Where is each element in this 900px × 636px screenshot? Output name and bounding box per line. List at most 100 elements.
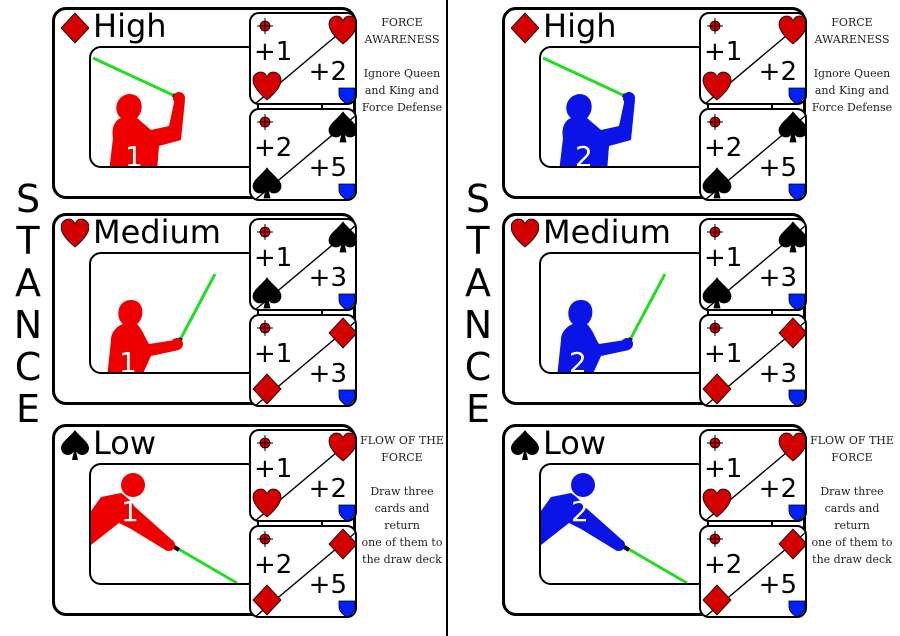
shield-icon — [788, 87, 805, 103]
card-suit-icon-bottom — [702, 277, 732, 309]
ability-body-line: Ignore Queen — [813, 67, 891, 80]
fighter-illustration: 2 — [539, 46, 709, 168]
defense-value: +3 — [758, 263, 797, 293]
card-suit-icon-top — [778, 221, 805, 253]
heart-icon — [511, 218, 539, 250]
card-connector — [321, 521, 323, 527]
stance-card[interactable]: +1 +3 — [699, 314, 807, 407]
stance-letter: T — [466, 219, 490, 263]
stance-title: Medium — [93, 213, 221, 251]
diamond-icon — [61, 12, 89, 44]
stance-title: High — [93, 7, 167, 45]
spade-icon — [61, 429, 89, 461]
card-suit-icon-top — [778, 15, 805, 45]
card-connector — [771, 310, 773, 316]
card-connector — [321, 104, 323, 110]
crosshair-icon — [257, 531, 273, 547]
fighter-figure — [542, 56, 635, 166]
card-suit-icon-top — [778, 111, 805, 143]
card-suit-icon-bottom — [252, 488, 282, 518]
stance-card[interactable]: +2 +5 — [699, 525, 807, 618]
card-suit-icon-bottom — [252, 373, 282, 405]
stance-letter: C — [14, 345, 42, 389]
stance-panel-low[interactable]: Low 2 +1 +2 — [502, 424, 807, 618]
stance-letter: N — [463, 303, 493, 347]
attack-value: +2 — [704, 133, 743, 163]
card-suit-icon-top — [778, 432, 805, 462]
card-suit-icon-bottom — [252, 167, 282, 199]
ability-body-line: the draw deck — [362, 553, 442, 566]
ability-body-line: cards and return — [824, 502, 880, 532]
attack-value: +1 — [254, 339, 293, 369]
card-suit-icon-bottom — [252, 584, 282, 616]
defense-value: +2 — [758, 57, 797, 87]
attack-value: +1 — [704, 37, 743, 67]
ability-title-line: FLOW OF THE — [810, 434, 894, 447]
stance-card[interactable]: +2 +5 — [699, 108, 807, 201]
stance-panel-medium[interactable]: Medium 2 +1 +3 — [502, 213, 807, 407]
stance-card[interactable]: +1 +3 — [249, 314, 357, 407]
attack-value: +1 — [704, 243, 743, 273]
ability-title-line: FORCE — [831, 451, 873, 464]
stance-card[interactable]: +2 +5 — [249, 525, 357, 618]
card-suit-icon-bottom — [702, 488, 732, 518]
card-suit-icon-top — [328, 221, 355, 253]
crosshair-icon — [257, 224, 273, 240]
stance-title: Low — [543, 424, 607, 462]
stance-card[interactable]: +1 +2 — [249, 429, 357, 522]
card-suit-icon-top — [328, 432, 355, 462]
attack-value: +2 — [254, 133, 293, 163]
crosshair-icon — [257, 18, 273, 34]
diamond-icon — [511, 12, 539, 44]
stance-card[interactable]: +1 +2 — [249, 12, 357, 105]
heart-icon — [61, 218, 89, 250]
stance-letter: S — [465, 177, 491, 221]
attack-value: +1 — [254, 37, 293, 67]
ability-title-line: FORCE — [381, 16, 423, 29]
stance-card[interactable]: +2 +5 — [249, 108, 357, 201]
stance-letter: A — [465, 261, 491, 305]
attack-value: +1 — [704, 454, 743, 484]
stance-letter: E — [465, 387, 490, 431]
stance-letter: S — [15, 177, 41, 221]
stance-panel-high[interactable]: High 1 +1 +2 — [52, 7, 357, 201]
card-graphic — [702, 528, 805, 616]
stance-panel-low[interactable]: Low 1 +1 +2 — [52, 424, 357, 618]
crosshair-icon — [257, 320, 273, 336]
stance-letter: A — [15, 261, 41, 305]
ability-body-line: Force Defense — [361, 101, 443, 114]
crosshair-icon — [707, 435, 723, 451]
defense-value: +3 — [758, 359, 797, 389]
fighter-illustration: 2 — [539, 252, 709, 374]
ability-body-line: the draw deck — [812, 553, 892, 566]
card-suit-icon-bottom — [252, 71, 282, 101]
stance-card[interactable]: +1 +2 — [699, 429, 807, 522]
shield-icon — [788, 600, 805, 616]
crosshair-icon — [257, 435, 273, 451]
defense-value: +5 — [308, 570, 347, 600]
shield-icon — [338, 293, 355, 309]
stance-card[interactable]: +1 +3 — [249, 218, 357, 311]
fighter-illustration: 2 — [539, 463, 709, 585]
fighter-illustration: 1 — [89, 252, 259, 374]
stance-letter: N — [13, 303, 43, 347]
card-graphic — [252, 317, 355, 405]
stance-panel-high[interactable]: High 2 +1 +2 — [502, 7, 807, 201]
stance-card[interactable]: +1 +2 — [699, 12, 807, 105]
ability-body-line: cards and return — [374, 502, 430, 532]
stance-panel-medium[interactable]: Medium 1 +1 +3 — [52, 213, 357, 407]
card-suit-icon-bottom — [702, 373, 732, 405]
defense-value: +3 — [308, 263, 347, 293]
card-connector — [771, 104, 773, 110]
card-suit-icon-bottom — [702, 584, 732, 616]
card-graphic — [702, 221, 805, 309]
card-graphic — [252, 15, 355, 103]
stance-card[interactable]: +1 +3 — [699, 218, 807, 311]
player-number: 2 — [569, 346, 587, 374]
shield-icon — [338, 600, 355, 616]
